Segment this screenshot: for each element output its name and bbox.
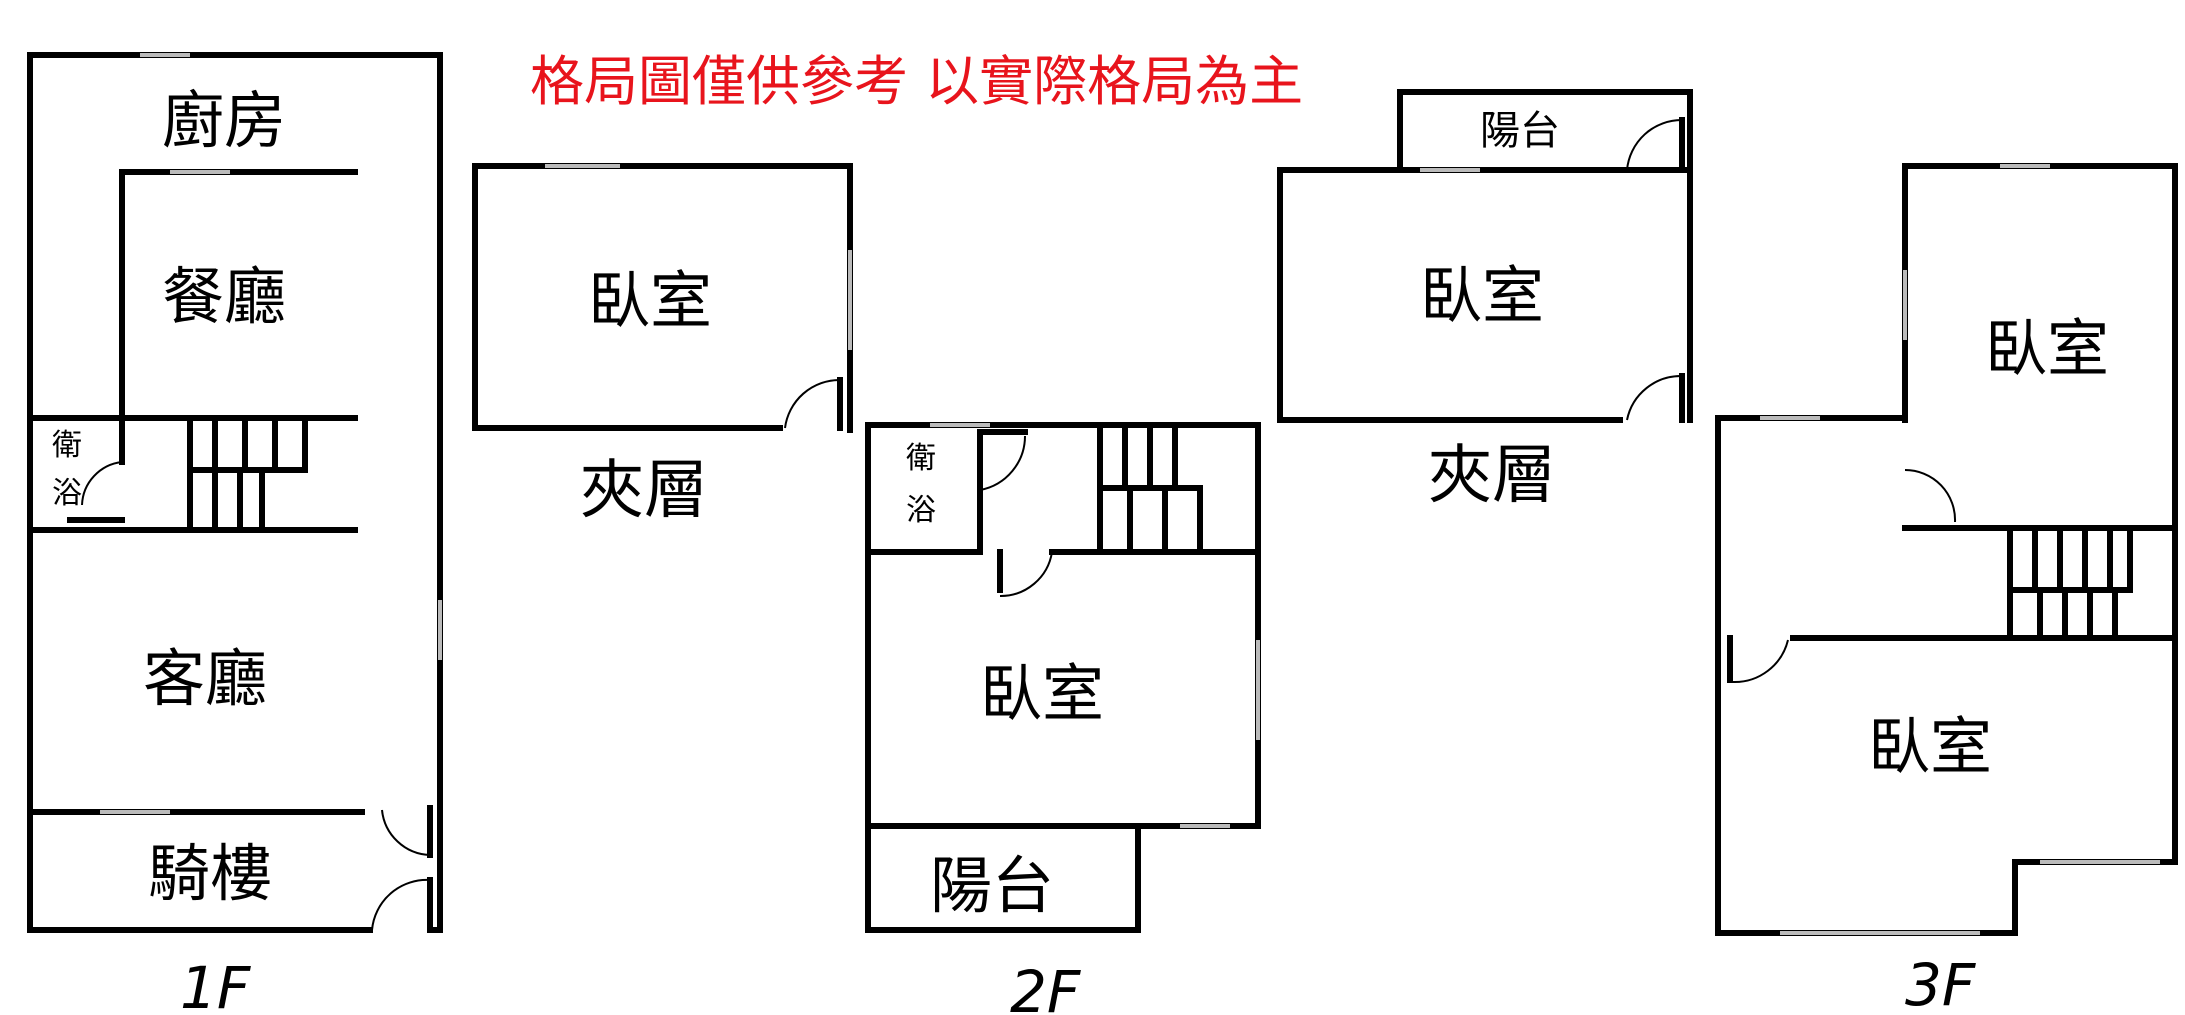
floor-1f-label: 1F: [180, 954, 252, 1015]
room-bedroom-lower-3f-label: 臥室: [1868, 710, 1992, 783]
room-arcade-label: 騎樓: [148, 837, 272, 910]
mezz-label-2f: 夾層: [580, 454, 708, 528]
floor-2f: 衛浴 臥室 陽台 2F: [865, 422, 1261, 1015]
room-balcony-2f-label: 陽台: [930, 849, 1054, 922]
mezz-bedroom-3f-label: 臥室: [1420, 259, 1544, 332]
room-bath-label: 衛浴: [52, 428, 82, 511]
floor-3f-label: 3F: [1905, 951, 1977, 1015]
floor-3f: 臥室 臥室 3F: [1715, 163, 2178, 1015]
disclaimer-notice: 格局圖僅供參考 以實際格局為主: [530, 50, 1303, 113]
mezz-bedroom-label: 臥室: [588, 264, 712, 337]
room-bedroom-2f-label: 臥室: [980, 657, 1104, 730]
room-dining-label: 餐廳: [162, 260, 286, 333]
mezz-label-3f: 夾層: [1428, 439, 1556, 513]
mezz-balcony-3f-label: 陽台: [1480, 108, 1560, 154]
floor-1f: 廚房 餐廳 衛浴 客廳 騎樓 1F: [27, 52, 443, 1015]
room-kitchen-label: 廚房: [162, 84, 286, 157]
room-bedroom-upper-3f-label: 臥室: [1985, 312, 2109, 385]
room-bath-2f-label: 衛浴: [906, 441, 936, 528]
floor-2f-mezzanine: 臥室 夾層: [472, 163, 853, 528]
floor-2f-label: 2F: [1010, 958, 1082, 1015]
floor-3f-mezzanine: 陽台 臥室 夾層: [1277, 89, 1693, 513]
room-living-label: 客廳: [143, 642, 267, 715]
